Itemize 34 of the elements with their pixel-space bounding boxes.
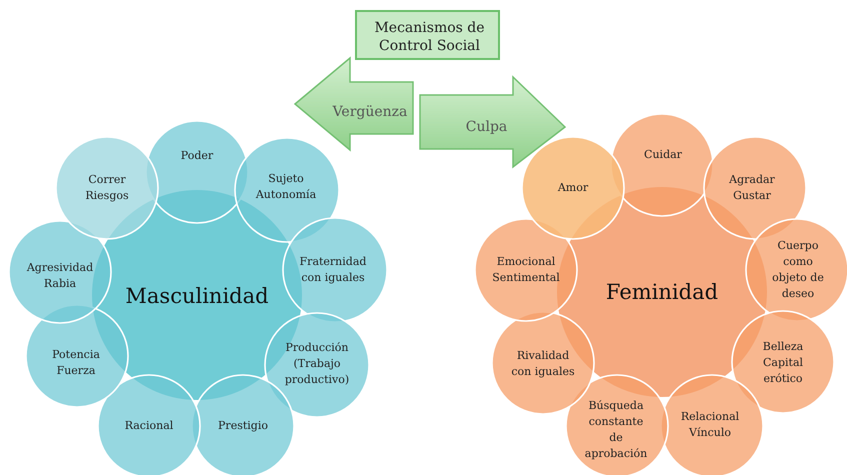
circle-label: Prestigio bbox=[217, 418, 269, 434]
circle-label: Relacional Vínculo bbox=[680, 409, 740, 441]
arrow-label: Culpa bbox=[464, 118, 508, 137]
concept-circle bbox=[474, 218, 578, 322]
arrow-label: Vergüenza bbox=[332, 102, 408, 122]
circle-label: Rivalidad con iguales bbox=[510, 348, 576, 380]
concept-circle bbox=[8, 220, 112, 324]
circle-label: Búsqueda constante de aprobación bbox=[584, 398, 648, 462]
concept-circle bbox=[703, 136, 807, 240]
concept-circle bbox=[282, 217, 388, 323]
circle-label: Producción (Trabajo productivo) bbox=[284, 340, 350, 388]
center-label: Masculinidad bbox=[124, 282, 270, 310]
concept-circle bbox=[264, 312, 370, 418]
box-label: Mecanismos de Control Social bbox=[373, 18, 486, 56]
concept-circle bbox=[610, 113, 714, 217]
right-arrow-shape bbox=[420, 77, 565, 167]
circle-label: Fraternidad con iguales bbox=[298, 254, 368, 286]
title-box bbox=[355, 10, 500, 60]
concept-circle bbox=[55, 136, 159, 240]
circle-label: Amor bbox=[556, 180, 590, 196]
circle-label: Poder bbox=[180, 148, 214, 164]
circle-label: Correr Riesgos bbox=[84, 172, 130, 204]
circle-label: Belleza Capital erótico bbox=[762, 339, 804, 387]
circle-label: Cuidar bbox=[643, 147, 683, 163]
circle-label: Sujeto Autonomía bbox=[254, 171, 318, 203]
circle-label: Agresividad Rabia bbox=[26, 260, 94, 292]
circle-label: Agradar Gustar bbox=[728, 172, 776, 204]
circle-label: Potencia Fuerza bbox=[51, 347, 101, 379]
concept-circle bbox=[521, 136, 625, 240]
circle-label: Emocional Sentimental bbox=[491, 254, 561, 286]
center-label: Feminidad bbox=[604, 278, 720, 306]
circle-label: Cuerpo como objeto de deseo bbox=[771, 238, 825, 302]
concept-circle bbox=[234, 137, 340, 243]
circle-label: Racional bbox=[124, 418, 174, 434]
